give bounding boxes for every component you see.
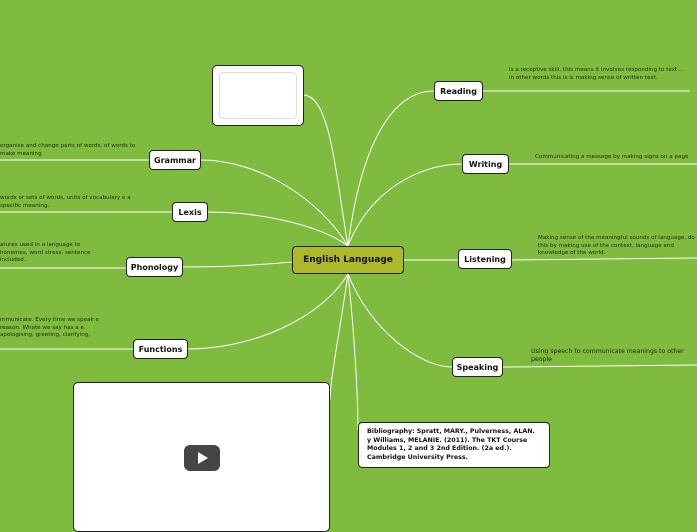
bibliography-note[interactable]: Bibliography: Spratt, MARY., Pulverness,… [358, 422, 550, 468]
connector-bibliography [347, 273, 359, 431]
mind-map-connectors [0, 90, 697, 431]
note-grammar: organise and change parts of words, of w… [0, 143, 136, 157]
topic-listening[interactable]: Listening [458, 249, 512, 269]
note-writing: Communicating a message by making signs … [535, 154, 689, 160]
connector-grammar [200, 159, 349, 247]
play-icon[interactable] [184, 445, 220, 471]
image-frame [219, 72, 297, 119]
connector-image [302, 94, 349, 247]
underline-speaking [502, 364, 697, 368]
underline-listening [511, 257, 697, 261]
note-listening: Making sense of the meaningful sounds of… [538, 235, 695, 257]
image-placeholder [212, 65, 304, 126]
note-lexis: words or sets of words, units of vocabul… [0, 195, 131, 209]
topic-functions[interactable]: Functions [133, 339, 188, 359]
topic-reading[interactable]: Reading [434, 81, 483, 101]
note-phonology: atures used in a language to honemes, wo… [0, 242, 91, 264]
connector-reading [347, 90, 435, 247]
connector-speaking [347, 273, 453, 368]
connector-phonology [182, 261, 293, 268]
note-functions: mmunicate. Every time we speak e reason.… [0, 317, 99, 339]
note-reading: Is a receptive skill, this means it invo… [509, 67, 683, 81]
connector-functions [187, 273, 349, 350]
connector-writing [347, 163, 463, 247]
topic-grammar[interactable]: Grammar [149, 150, 201, 170]
connector-video [329, 273, 349, 401]
topic-lexis[interactable]: Lexis [172, 202, 208, 222]
video-embed[interactable] [73, 382, 330, 532]
note-speaking: Using speech to communicate meanings to … [531, 348, 684, 363]
topic-speaking[interactable]: Speaking [452, 357, 503, 377]
central-topic[interactable]: English Language [292, 246, 404, 274]
topic-phonology[interactable]: Phonology [126, 257, 183, 277]
connector-lexis [207, 211, 349, 247]
topic-writing[interactable]: Writing [462, 154, 509, 174]
